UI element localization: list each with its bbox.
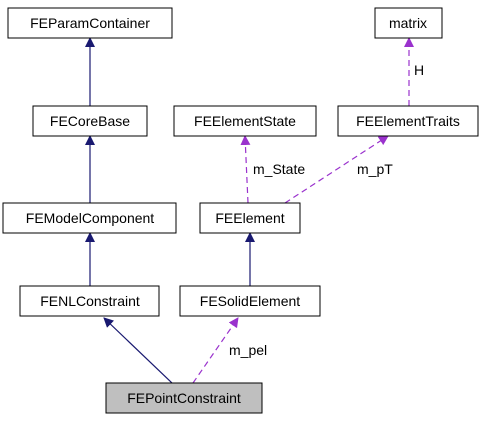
- node-label: matrix: [389, 15, 427, 31]
- edge-label-h: H: [414, 62, 424, 78]
- edge-label-m-pt: m_pT: [357, 161, 393, 177]
- node-label: FEModelComponent: [26, 210, 155, 226]
- edge-point-constraint-to-nl-constraint: [103, 317, 173, 384]
- edge-point-constraint-to-solid-element: m_pel: [192, 317, 267, 384]
- node-fe-solid-element[interactable]: FESolidElement: [179, 285, 321, 317]
- node-fe-element-state[interactable]: FEElementState: [173, 105, 317, 137]
- node-fe-nl-constraint[interactable]: FENLConstraint: [19, 285, 160, 317]
- edge-traits-to-matrix: H: [404, 37, 424, 106]
- node-fe-element[interactable]: FEElement: [199, 202, 301, 234]
- node-fe-element-traits[interactable]: FEElementTraits: [337, 105, 479, 137]
- node-fe-model-component[interactable]: FEModelComponent: [2, 202, 177, 234]
- node-fe-param-container[interactable]: FEParamContainer: [7, 7, 173, 39]
- node-label: FEElement: [215, 210, 284, 226]
- node-fe-point-constraint[interactable]: FEPointConstraint: [105, 382, 263, 414]
- node-label: FENLConstraint: [40, 293, 140, 309]
- node-label: FESolidElement: [200, 293, 300, 309]
- node-label: FEElementState: [194, 113, 296, 129]
- edge-element-to-traits: m_pT: [284, 135, 393, 204]
- edge-label-m-pel: m_pel: [229, 342, 267, 358]
- node-label: FEPointConstraint: [127, 390, 241, 406]
- edge-element-to-state: m_State: [240, 135, 305, 204]
- node-label: FEElementTraits: [356, 113, 460, 129]
- node-matrix[interactable]: matrix: [374, 7, 443, 39]
- node-label: FEParamContainer: [30, 15, 150, 31]
- node-label: FECoreBase: [50, 113, 130, 129]
- edge-label-m-state: m_State: [253, 161, 305, 177]
- node-fe-core-base[interactable]: FECoreBase: [32, 105, 148, 137]
